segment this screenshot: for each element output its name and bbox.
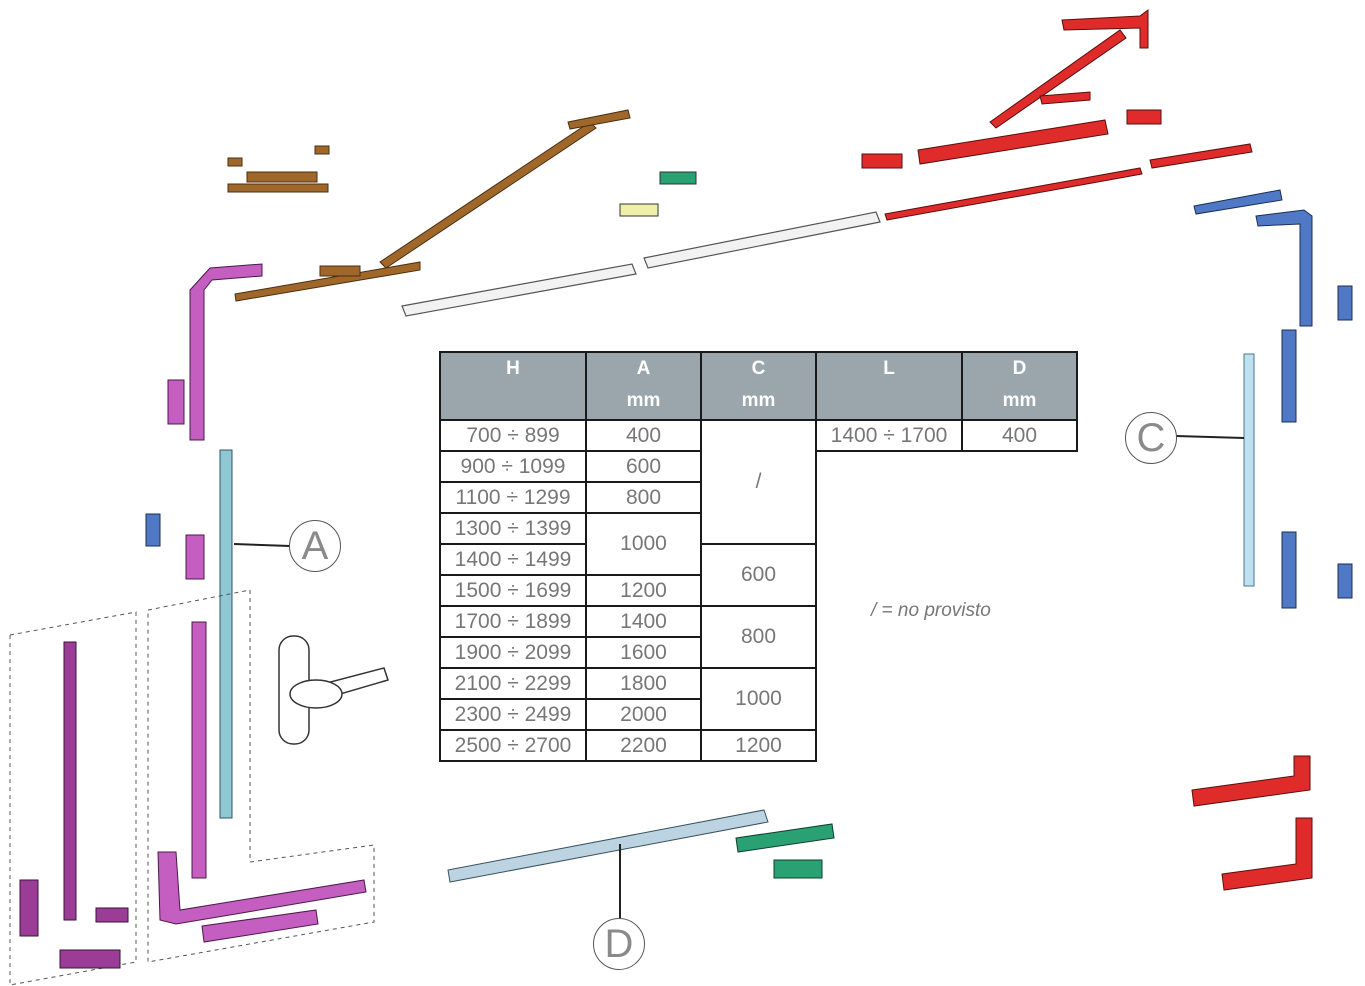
brown-stay-arm [227, 109, 631, 302]
table-row: 2100 ÷ 2299 1800 1000 [439, 667, 1077, 731]
small-clips [619, 171, 697, 217]
header-h: H [439, 351, 587, 421]
cell-a: 1800 [585, 667, 702, 700]
header-l-label: L [883, 358, 895, 379]
header-h-label: H [506, 358, 520, 379]
cell-c: / [700, 419, 817, 545]
header-c-label: C [751, 358, 766, 379]
legend-note: / = no provisto [871, 600, 991, 621]
cell-c: 800 [700, 605, 817, 669]
table-row: 1700 ÷ 1899 1400 800 [439, 605, 1077, 669]
header-c-unit: mm [741, 390, 776, 411]
cell-c: 1200 [700, 729, 817, 762]
cell-h: 1700 ÷ 1899 [439, 605, 587, 638]
cell-a: 600 [585, 450, 702, 483]
cell-a: 2000 [585, 698, 702, 731]
white-rail [401, 211, 881, 317]
cell-a: 1000 [585, 512, 702, 576]
cell-h: 1400 ÷ 1499 [439, 543, 587, 576]
table-row: 2300 ÷ 2499 2000 [439, 698, 1077, 731]
pink-bottom-corner [157, 621, 367, 943]
window-handle [278, 635, 389, 745]
cell-h: 1500 ÷ 1699 [439, 574, 587, 607]
callout-d: D [593, 918, 645, 970]
header-d-label: D [1012, 358, 1027, 379]
header-a-label: A [636, 358, 651, 379]
dashed-option-boxes [9, 589, 375, 986]
cell-h: 2300 ÷ 2499 [439, 698, 587, 731]
cell-d: 400 [961, 419, 1078, 452]
header-d-unit: mm [1002, 390, 1037, 411]
cell-a: 800 [585, 481, 702, 514]
cell-h: 2100 ÷ 2299 [439, 667, 587, 700]
cell-c: 600 [700, 543, 817, 607]
table-row: 1300 ÷ 1399 1000 [439, 512, 1077, 576]
pink-corner-assembly [167, 263, 263, 580]
teal-rail-a [219, 449, 233, 819]
table-row: 1100 ÷ 1299 800 [439, 481, 1077, 514]
cell-h: 1300 ÷ 1399 [439, 512, 587, 545]
purple-bars [19, 641, 129, 969]
table-row: 900 ÷ 1099 600 [439, 450, 1077, 483]
cell-l: 1400 ÷ 1700 [815, 419, 963, 452]
red-lower-parts [1191, 755, 1313, 891]
blue-clip [145, 513, 161, 547]
cell-c: 1000 [700, 667, 817, 731]
cell-a: 400 [585, 419, 702, 452]
table-row: 700 ÷ 899 400 / 1400 ÷ 1700 400 [439, 419, 1078, 545]
header-l: L [815, 351, 963, 421]
header-a-unit: mm [626, 390, 661, 411]
rail-c [1243, 353, 1255, 587]
green-parts [735, 823, 835, 879]
table-row: 1900 ÷ 2099 1600 [439, 636, 1077, 669]
cell-h: 2500 ÷ 2700 [439, 729, 587, 762]
cell-a: 2200 [585, 729, 702, 762]
table-row: 1500 ÷ 1699 1200 [439, 574, 1077, 607]
cell-h: 900 ÷ 1099 [439, 450, 587, 483]
cell-a: 1200 [585, 574, 702, 607]
table-row: 2500 ÷ 2700 2200 1200 [439, 729, 1077, 762]
callout-c: C [1125, 412, 1177, 464]
blue-corner-assembly [1193, 189, 1353, 609]
red-stay-arm [861, 9, 1253, 221]
cell-h: 1100 ÷ 1299 [439, 481, 587, 514]
callout-a: A [289, 520, 341, 572]
rail-d [447, 809, 769, 883]
table-row: 1400 ÷ 1499 600 [439, 543, 1077, 607]
cell-a: 1400 [585, 605, 702, 638]
cell-h: 700 ÷ 899 [439, 419, 587, 452]
cell-a: 1600 [585, 636, 702, 669]
cell-h: 1900 ÷ 2099 [439, 636, 587, 669]
